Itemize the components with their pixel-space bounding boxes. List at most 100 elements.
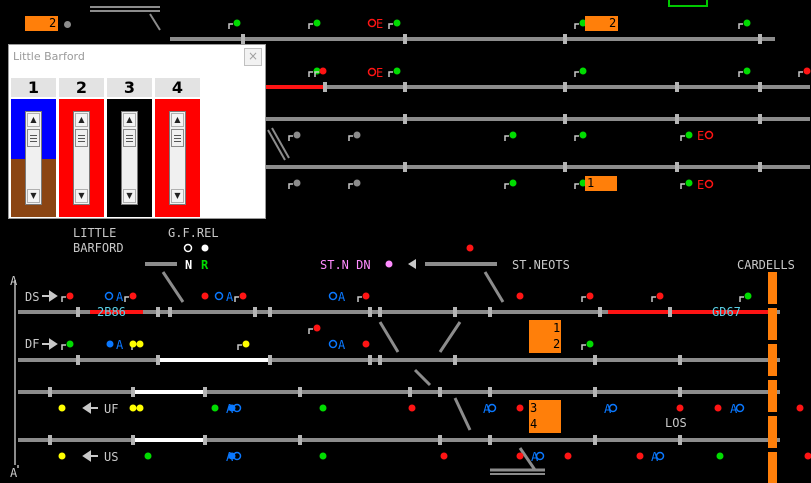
arrow-left-icon xyxy=(82,402,98,414)
signal-green-post xyxy=(308,23,313,29)
track-crossover xyxy=(518,447,537,471)
berth-top-mid[interactable]: 2 xyxy=(585,16,618,31)
track-joint xyxy=(403,162,407,172)
signal-tag-a7: A xyxy=(483,402,491,416)
label-a-top: A xyxy=(10,274,18,288)
track-joint xyxy=(675,162,679,172)
column-1-number: 1 xyxy=(11,78,56,97)
signal-red-post xyxy=(61,296,66,302)
track-joint xyxy=(403,82,407,92)
signal-tag-e3: E xyxy=(697,129,705,143)
column-3-scrollbar[interactable]: ▲ ▼ xyxy=(121,111,138,205)
signal-blue-ring xyxy=(655,451,665,461)
signal-red xyxy=(129,292,137,300)
label-los: LOS xyxy=(665,416,687,430)
column-4-scrollbar[interactable]: ▲ ▼ xyxy=(169,111,186,205)
scroll-down-icon[interactable]: ▼ xyxy=(171,189,184,203)
scroll-thumb[interactable] xyxy=(75,129,88,147)
scroll-down-icon[interactable]: ▼ xyxy=(75,189,88,203)
signal-red-post xyxy=(234,296,239,302)
signal-e2-ring xyxy=(367,67,377,77)
signal-green xyxy=(685,179,693,187)
label-uf: UF xyxy=(104,402,119,416)
green-indicator-box xyxy=(668,0,708,7)
signal-tag-a2: A xyxy=(226,290,234,304)
column-2-number: 2 xyxy=(59,78,104,97)
signal-green-post xyxy=(738,23,743,29)
signal-green xyxy=(211,404,219,412)
scroll-up-icon[interactable]: ▲ xyxy=(171,113,184,127)
signal-yellow xyxy=(129,340,137,348)
signal-tag-a1: A xyxy=(116,290,124,304)
track-joint xyxy=(48,387,52,397)
track-joint xyxy=(453,355,457,365)
track-joint xyxy=(203,435,207,445)
signal-green xyxy=(509,179,517,187)
berth-down-12[interactable]: 1 2 xyxy=(529,320,561,353)
track-joint xyxy=(488,387,492,397)
signal-green xyxy=(685,131,693,139)
column-2-scrollbar[interactable]: ▲ ▼ xyxy=(73,111,90,205)
signal-grey-post xyxy=(288,183,293,189)
arrow-left-icon xyxy=(82,450,98,462)
close-button[interactable]: × xyxy=(244,48,262,66)
signal-green-post xyxy=(574,71,579,77)
scroll-down-icon[interactable]: ▼ xyxy=(123,189,136,203)
signal-red xyxy=(362,292,370,300)
signal-grey xyxy=(353,131,361,139)
headcode-gd67[interactable]: GD67 xyxy=(712,305,741,319)
scroll-thumb[interactable] xyxy=(123,129,136,147)
track-joint xyxy=(678,355,682,365)
arrow-right-icon xyxy=(42,290,58,302)
scroll-down-icon[interactable]: ▼ xyxy=(27,189,40,203)
berth-up-34[interactable]: 3 4 xyxy=(529,400,561,433)
signal-green xyxy=(66,340,74,348)
signal-layer xyxy=(42,18,811,462)
signal-white xyxy=(201,244,209,252)
column-1-scrollbar[interactable]: ▲ ▼ xyxy=(25,111,42,205)
berth-top-left[interactable]: 2 xyxy=(25,16,58,31)
track-joint xyxy=(368,307,372,317)
signal-green-post xyxy=(388,23,393,29)
headcode-2b86[interactable]: 2B86 xyxy=(97,305,126,319)
column-2-body: ▲ ▼ xyxy=(59,99,104,217)
little-barford-panel[interactable]: Little Barford × 1 ▲ ▼ 2 ▲ ▼ 3 ▲ xyxy=(8,44,266,219)
berth-row4[interactable]: 1 xyxy=(585,176,617,191)
berth-top-mid-number: 2 xyxy=(609,16,617,30)
signal-tag-e4: E xyxy=(697,178,705,192)
signal-red xyxy=(564,452,572,460)
signal-red-post xyxy=(124,296,129,302)
scroll-thumb[interactable] xyxy=(27,129,40,147)
signal-green-post xyxy=(581,344,586,350)
track-joint xyxy=(598,307,602,317)
track-joint xyxy=(48,435,52,445)
label-st-neots: ST.NEOTS xyxy=(512,258,570,272)
scroll-up-icon[interactable]: ▲ xyxy=(75,113,88,127)
signal-grey-post xyxy=(348,135,353,141)
signal-blue-ring xyxy=(328,339,338,349)
signal-red xyxy=(239,292,247,300)
signal-red-post xyxy=(357,296,362,302)
signal-green xyxy=(579,67,587,75)
scroll-up-icon[interactable]: ▲ xyxy=(123,113,136,127)
signal-green-post xyxy=(574,23,579,29)
scroll-thumb[interactable] xyxy=(171,129,184,147)
scroll-up-icon[interactable]: ▲ xyxy=(27,113,40,127)
signal-green-post xyxy=(574,183,579,189)
label-a-bottom: A xyxy=(10,466,18,480)
signal-yellow xyxy=(136,404,144,412)
signal-green-post xyxy=(228,23,233,29)
label-cardells: CARDELLS xyxy=(737,258,795,272)
signal-tag-e1: E xyxy=(376,17,384,31)
signal-green xyxy=(716,452,724,460)
signal-green xyxy=(144,452,152,460)
signal-grey-post xyxy=(288,135,293,141)
signal-e3-ring xyxy=(704,130,714,140)
signal-tag-a10: A xyxy=(226,450,234,464)
signal-red-post xyxy=(581,296,586,302)
track-joint xyxy=(678,387,682,397)
track-joint xyxy=(758,82,762,92)
station-dot xyxy=(385,260,393,268)
track-joint xyxy=(76,307,80,317)
signal-red xyxy=(516,452,524,460)
